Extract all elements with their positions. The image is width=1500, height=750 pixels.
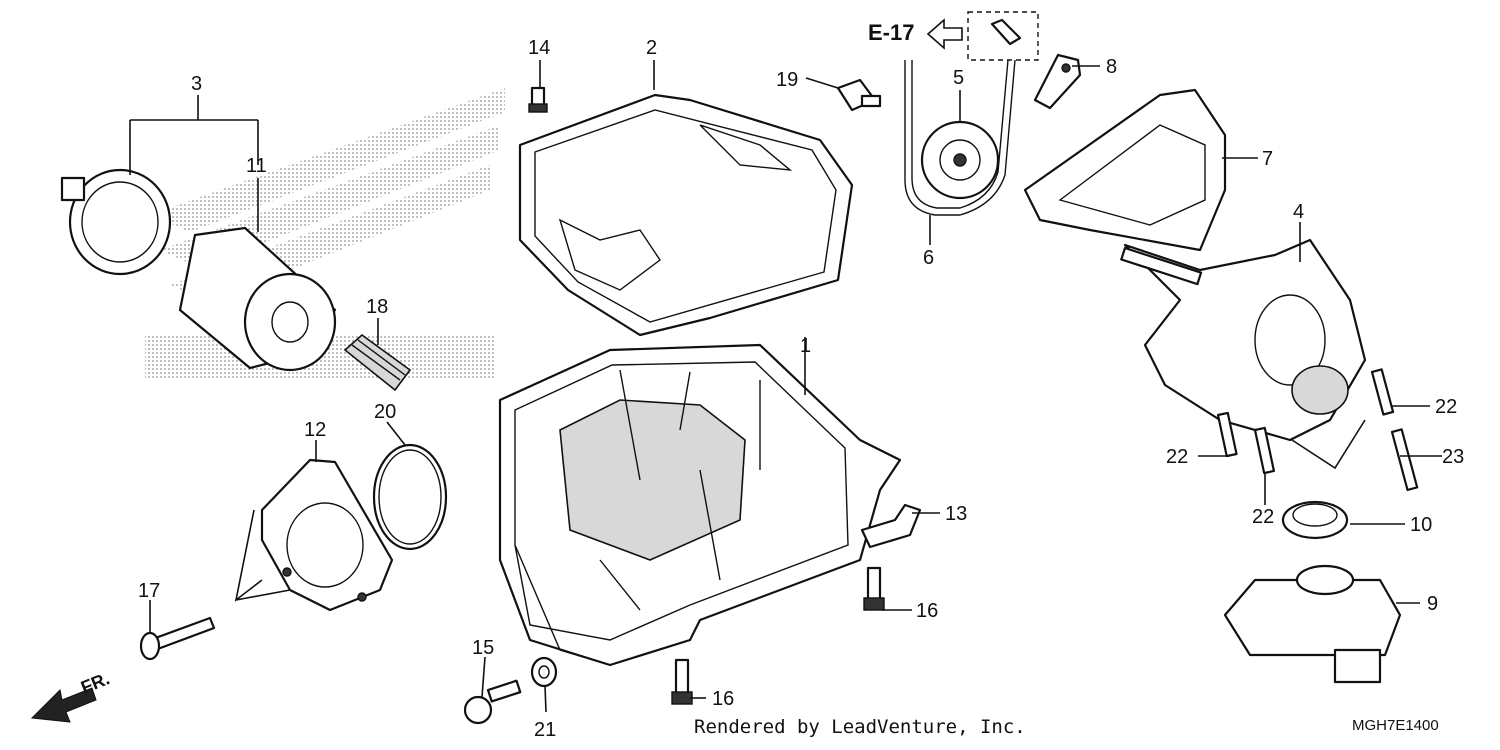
- callout-9[interactable]: 9: [1427, 593, 1438, 615]
- callout-17[interactable]: 17: [138, 580, 160, 602]
- callout-19[interactable]: 19: [776, 69, 798, 91]
- pump-bolt-22-right[interactable]: [1370, 368, 1395, 416]
- clamp[interactable]: [860, 503, 922, 549]
- callout-1[interactable]: 1: [800, 335, 811, 357]
- oil-pump-assembly[interactable]: [1120, 238, 1367, 442]
- callout-23[interactable]: 23: [1442, 446, 1464, 468]
- callout-14[interactable]: 14: [528, 37, 550, 59]
- callout-4[interactable]: 4: [1293, 201, 1304, 223]
- pump-bolt-22-mid[interactable]: [1253, 426, 1276, 475]
- callout-10[interactable]: 10: [1410, 514, 1432, 536]
- section-reference-label: E-17: [868, 20, 914, 45]
- callout-11[interactable]: 11: [246, 155, 267, 177]
- reference-bolt-box: [967, 11, 1039, 61]
- o-ring[interactable]: [372, 443, 448, 551]
- oil-cooler-cover[interactable]: [260, 458, 394, 612]
- callout-20[interactable]: 20: [374, 401, 396, 423]
- callout-6[interactable]: 6: [923, 247, 934, 269]
- callout-7[interactable]: 7: [1262, 148, 1273, 170]
- oil-pan[interactable]: [498, 343, 902, 667]
- callout-12[interactable]: 12: [304, 419, 326, 441]
- pump-drive-chain[interactable]: [904, 59, 1016, 216]
- chain-guide[interactable]: [1033, 53, 1082, 110]
- callout-8[interactable]: 8: [1106, 56, 1117, 78]
- oil-strainer[interactable]: [1223, 564, 1402, 684]
- oil-pressure-switch[interactable]: [836, 78, 882, 112]
- callout-13[interactable]: 13: [945, 503, 967, 525]
- pump-bolt-22-left[interactable]: [1216, 411, 1238, 458]
- pump-drive-sprocket[interactable]: [920, 120, 1000, 200]
- leader-lines: [129, 60, 1442, 713]
- callout-22-mid[interactable]: 22: [1252, 506, 1274, 528]
- callout-3[interactable]: 3: [191, 73, 202, 95]
- oil-pan-gasket[interactable]: [518, 93, 854, 337]
- diagram-code: MGH7E1400: [1352, 717, 1439, 734]
- callout-22-right[interactable]: 22: [1435, 396, 1457, 418]
- callout-5[interactable]: 5: [953, 67, 964, 89]
- callout-16-lower[interactable]: 16: [712, 688, 734, 710]
- callout-2[interactable]: 2: [646, 37, 657, 59]
- callout-16-upper[interactable]: 16: [916, 600, 938, 622]
- filter-bolt[interactable]: [343, 333, 412, 392]
- oil-filter[interactable]: [178, 226, 337, 372]
- callout-21[interactable]: 21: [534, 719, 556, 741]
- small-bolt-14[interactable]: [528, 86, 548, 113]
- bolt-16-lower[interactable]: [671, 658, 693, 705]
- front-arrow-icon: [30, 687, 97, 723]
- callout-18[interactable]: 18: [366, 296, 388, 318]
- left-arrow-icon: [926, 18, 963, 50]
- bolt-16-upper[interactable]: [863, 566, 885, 611]
- front-direction-indicator: FR.: [30, 668, 112, 723]
- pump-gasket[interactable]: [1023, 88, 1227, 252]
- callout-labels: 1 2 3 4 5 6 7 8 9 10 11 12 13 14 15 16 1…: [138, 37, 1464, 741]
- pump-bolt-23[interactable]: [1390, 428, 1419, 492]
- long-bolt[interactable]: [139, 616, 216, 661]
- sealing-washer[interactable]: [530, 656, 558, 688]
- render-credit: Rendered by LeadVenture, Inc.: [694, 716, 1026, 738]
- callout-22-left[interactable]: 22: [1166, 446, 1188, 468]
- drain-bolt[interactable]: [463, 679, 522, 725]
- oil-filter-cap[interactable]: [60, 168, 172, 276]
- section-reference[interactable]: E-17: [868, 18, 963, 50]
- front-direction-label: FR.: [78, 668, 112, 697]
- callout-15[interactable]: 15: [472, 637, 494, 659]
- oil-seal[interactable]: [1281, 500, 1349, 540]
